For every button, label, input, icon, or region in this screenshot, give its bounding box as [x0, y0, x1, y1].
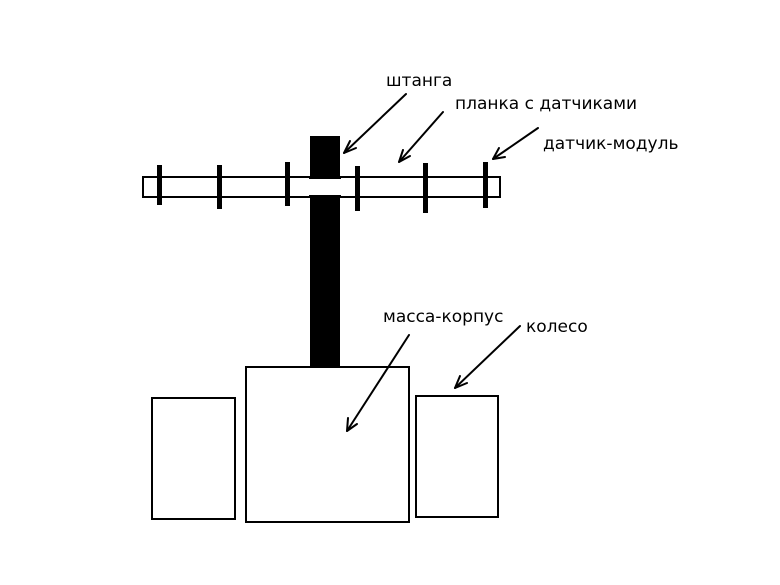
label-sensor-bar: планка с датчиками: [455, 94, 637, 114]
left-wheel: [151, 397, 236, 520]
label-boom: штанга: [386, 71, 452, 91]
label-sensor-module: датчик-модуль: [543, 134, 679, 154]
label-wheel: колесо: [526, 317, 588, 337]
wheel-arrow: [454, 325, 521, 389]
body-mass-arrow: [346, 334, 410, 432]
sensor-module: [157, 165, 162, 205]
label-body-mass: масса-корпус: [383, 307, 503, 327]
sensor-module-arrow: [492, 127, 539, 160]
body-mass: [245, 366, 410, 523]
sensor-modules: [157, 162, 488, 213]
sensor-bar-arrow: [398, 111, 444, 163]
boom-bar-gap: [309, 179, 341, 195]
right-wheel: [415, 395, 499, 518]
sensor-module: [423, 163, 428, 213]
boom: [310, 136, 340, 367]
sensor-module: [483, 162, 488, 208]
sensor-module: [285, 162, 290, 206]
boom-arrow: [343, 93, 407, 154]
sensor-module: [355, 166, 360, 211]
sensor-module: [217, 165, 222, 209]
